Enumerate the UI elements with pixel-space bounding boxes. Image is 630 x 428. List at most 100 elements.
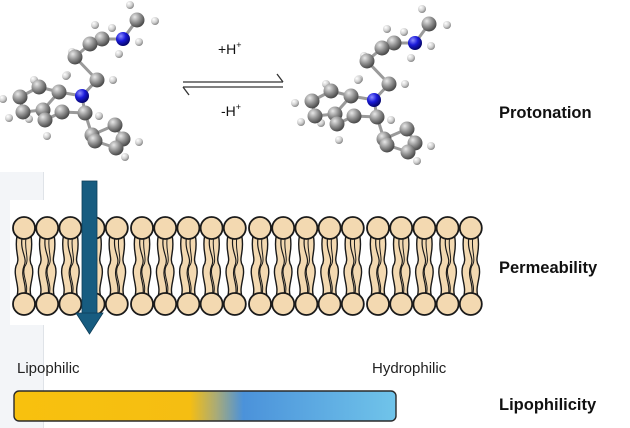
carbon-atom bbox=[421, 16, 437, 32]
lipid-head-top bbox=[458, 216, 483, 240]
lipid-head-bottom bbox=[389, 292, 414, 316]
carbon-atom bbox=[346, 108, 362, 124]
lipid-head-top bbox=[222, 216, 247, 240]
hydrogen-atom bbox=[418, 5, 426, 13]
lipid-molecule bbox=[176, 216, 201, 316]
lipid-molecule bbox=[412, 216, 437, 316]
hydrogen-atom bbox=[387, 116, 395, 124]
lipid-head-top bbox=[271, 216, 296, 240]
lipid-head-bottom bbox=[104, 292, 129, 316]
carbon-atom bbox=[369, 109, 385, 125]
scale-left-label: Lipophilic bbox=[17, 360, 80, 377]
carbon-atom bbox=[379, 137, 395, 153]
lipid-head-top bbox=[176, 216, 201, 240]
lipid-head-bottom bbox=[35, 292, 60, 316]
lipid-head-top bbox=[199, 216, 224, 240]
carbon-atom bbox=[374, 40, 390, 56]
lipid-head-bottom bbox=[271, 292, 296, 316]
lipid-head-bottom bbox=[222, 292, 247, 316]
lipid-head-top bbox=[294, 216, 319, 240]
scale-right-label: Hydrophilic bbox=[372, 360, 447, 377]
lipid-head-bottom bbox=[58, 292, 83, 316]
carbon-atom bbox=[381, 76, 397, 92]
hydrogen-atom bbox=[115, 50, 123, 58]
lipid-head-bottom bbox=[130, 292, 154, 316]
hydrogen-atom bbox=[121, 153, 129, 161]
carbon-atom bbox=[15, 104, 31, 120]
row-label-lipophilicity: Lipophilicity bbox=[499, 396, 597, 414]
lipid-head-top bbox=[317, 216, 342, 240]
lipid-head-top bbox=[153, 216, 178, 240]
carbon-atom bbox=[108, 140, 124, 156]
carbon-atom bbox=[343, 88, 359, 104]
nitrogen-atom bbox=[408, 36, 422, 50]
lipid-molecule bbox=[199, 216, 224, 316]
lipid-head-top bbox=[130, 216, 154, 240]
hydrogen-atom bbox=[400, 28, 408, 36]
hydrogen-atom bbox=[43, 132, 51, 140]
hydrogen-atom bbox=[91, 21, 99, 29]
lipid-head-bottom bbox=[340, 292, 365, 316]
carbon-atom bbox=[399, 121, 415, 137]
lipid-head-bottom bbox=[12, 292, 36, 316]
permeation-arrow-icon bbox=[75, 180, 104, 335]
neutral-molecule bbox=[0, 1, 159, 161]
carbon-atom bbox=[107, 117, 123, 133]
lipophilicity-scale-bar bbox=[13, 390, 397, 422]
lipid-molecule bbox=[435, 216, 460, 316]
lipid-head-top bbox=[412, 216, 437, 240]
carbon-atom bbox=[386, 35, 402, 51]
carbon-atom bbox=[51, 84, 67, 100]
carbon-atom bbox=[400, 144, 416, 160]
lipid-head-bottom bbox=[294, 292, 319, 316]
hydrogen-atom bbox=[291, 99, 299, 107]
lipid-molecule bbox=[340, 216, 365, 316]
carbon-atom bbox=[304, 93, 320, 109]
lipid-head-bottom bbox=[435, 292, 460, 316]
lipid-head-top bbox=[12, 216, 36, 240]
protonated-molecule bbox=[291, 5, 451, 165]
lipid-molecule bbox=[366, 216, 390, 316]
equilibrium-arrow-icon bbox=[182, 73, 284, 96]
carbon-atom bbox=[54, 104, 70, 120]
hydrogen-atom bbox=[126, 1, 134, 9]
lipid-molecule bbox=[130, 216, 154, 316]
carbon-atom bbox=[94, 31, 110, 47]
hydrogen-atom bbox=[383, 25, 391, 33]
carbon-atom bbox=[77, 105, 93, 121]
lipid-head-top bbox=[435, 216, 460, 240]
row-label-permeability: Permeability bbox=[499, 259, 598, 277]
hydrogen-atom bbox=[401, 80, 409, 88]
protonation-label: +H+ bbox=[218, 40, 242, 57]
carbon-atom bbox=[329, 116, 345, 132]
lipid-head-bottom bbox=[176, 292, 201, 316]
lipid-molecule bbox=[104, 216, 129, 316]
lipid-head-top bbox=[366, 216, 390, 240]
lipid-molecule bbox=[248, 216, 272, 316]
nitrogen-atom bbox=[75, 89, 89, 103]
carbon-atom bbox=[67, 49, 83, 65]
hydrogen-atom bbox=[297, 118, 305, 126]
hydrogen-atom bbox=[354, 76, 362, 84]
carbon-atom bbox=[82, 36, 98, 52]
carbon-atom bbox=[37, 112, 53, 128]
hydrogen-atom bbox=[407, 54, 415, 62]
lipid-head-bottom bbox=[458, 292, 483, 316]
hydrogen-atom bbox=[109, 76, 117, 84]
row-label-protonation: Protonation bbox=[499, 104, 592, 122]
lipid-molecule bbox=[389, 216, 414, 316]
hydrogen-atom bbox=[5, 114, 13, 122]
lipid-molecule bbox=[12, 216, 36, 316]
lipid-head-bottom bbox=[248, 292, 272, 316]
lipid-molecule bbox=[458, 216, 483, 316]
hydrogen-atom bbox=[427, 142, 435, 150]
carbon-atom bbox=[323, 83, 339, 99]
lipid-head-top bbox=[389, 216, 414, 240]
carbon-atom bbox=[31, 79, 47, 95]
hydrogen-atom bbox=[108, 24, 116, 32]
hydrogen-atom bbox=[151, 17, 159, 25]
lipid-head-bottom bbox=[412, 292, 437, 316]
carbon-atom bbox=[129, 12, 145, 28]
carbon-atom bbox=[12, 89, 28, 105]
